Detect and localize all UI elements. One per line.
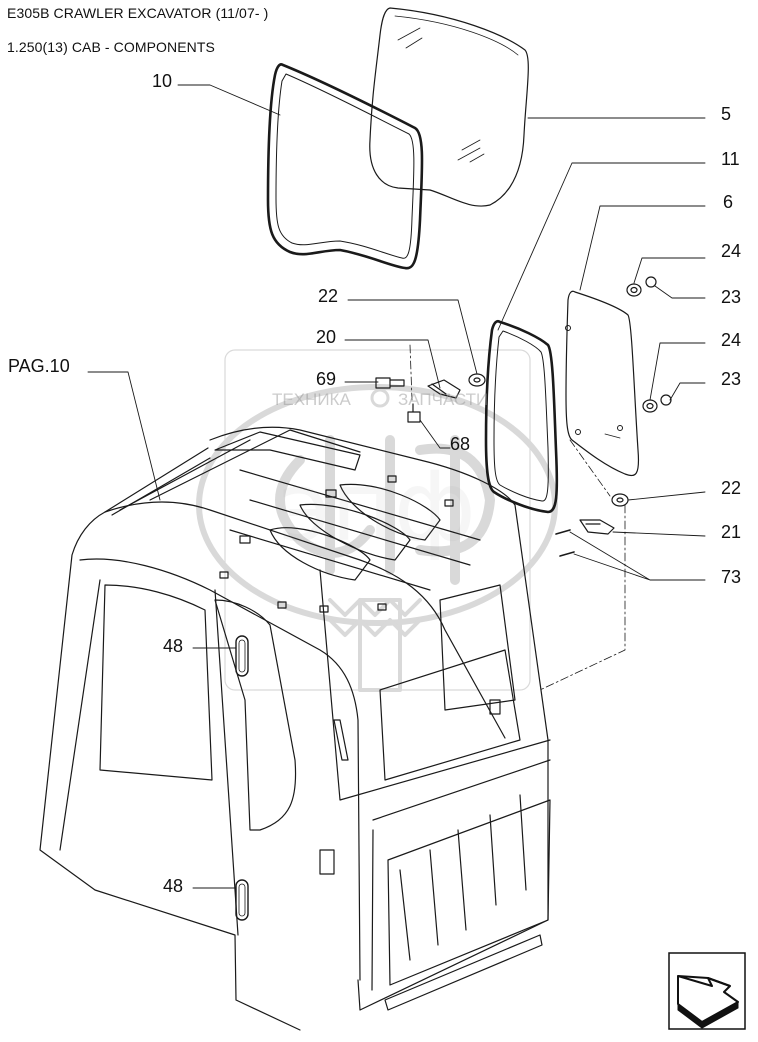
- leader-23a: [654, 285, 706, 299]
- next-page-arrow-icon: [668, 952, 746, 1030]
- callout-20: 20: [316, 327, 337, 347]
- cab-frame: [39, 426, 551, 1031]
- part-23-cap-bottom: [660, 394, 672, 406]
- part-23-cap-top: [645, 276, 657, 288]
- leader-73: [569, 531, 706, 581]
- part-68-bolt: [407, 403, 421, 423]
- part-22-washer-top: [468, 373, 486, 387]
- callout-48-bottom: 48: [163, 876, 184, 896]
- watermark-right-text: ЗАПЧАСТИ: [398, 390, 488, 409]
- leader-11: [497, 162, 706, 331]
- callout-73: 73: [721, 567, 742, 587]
- part-48-handle-bottom: [235, 879, 249, 921]
- callout-23-bottom: 23: [721, 369, 742, 389]
- callout-24-top: 24: [721, 241, 742, 261]
- callout-11: 11: [721, 149, 740, 169]
- part-11-seal: [484, 319, 559, 514]
- callout-69: 69: [316, 369, 337, 389]
- part-21-bracket: [579, 519, 615, 535]
- diagram-subtitle: 1.250(13) CAB - COMPONENTS: [7, 39, 215, 55]
- callout-22-bottom: 22: [721, 478, 742, 498]
- leader-22b: [627, 491, 706, 501]
- callout-68: 68: [450, 434, 471, 454]
- watermark-logo-letters: эпф: [278, 451, 476, 563]
- leader-pagina: [87, 371, 161, 501]
- diagram-title: E305B CRAWLER EXCAVATOR (11/07- ): [7, 5, 269, 21]
- callout-10: 10: [152, 71, 173, 91]
- part-20-bracket: [427, 379, 461, 399]
- leader-21: [612, 531, 706, 537]
- part-5-glass: [369, 7, 529, 207]
- part-10-seal: [266, 63, 424, 270]
- part-22-washer-bottom: [611, 493, 629, 507]
- part-69-bolt: [375, 377, 405, 389]
- part-48-handle-top: [235, 635, 249, 677]
- callout-48-top: 48: [163, 636, 184, 656]
- callout-21: 21: [721, 522, 742, 542]
- part-73-pins: [555, 529, 575, 557]
- leader-24b: [649, 342, 706, 401]
- leader-23b: [669, 382, 706, 401]
- callout-24-bottom: 24: [721, 330, 742, 350]
- callout-23-top: 23: [721, 287, 742, 307]
- callout-22-top: 22: [318, 286, 339, 306]
- leader-10: [177, 84, 281, 116]
- watermark-left-text: ТЕХНИКА: [272, 390, 351, 409]
- callout-pag10[interactable]: PAG.10: [8, 356, 70, 376]
- leader-6: [579, 205, 706, 291]
- callout-6: 6: [723, 192, 734, 212]
- callout-5: 5: [721, 104, 732, 124]
- leader-22a: [347, 299, 478, 375]
- leader-24a: [633, 257, 706, 284]
- part-6-glass: [565, 290, 640, 477]
- leader-20: [344, 339, 441, 389]
- next-page-button[interactable]: [668, 952, 746, 1030]
- leader-68: [419, 419, 451, 449]
- part-24-nut-top: [626, 283, 642, 297]
- part-24-nut-bottom: [642, 399, 658, 413]
